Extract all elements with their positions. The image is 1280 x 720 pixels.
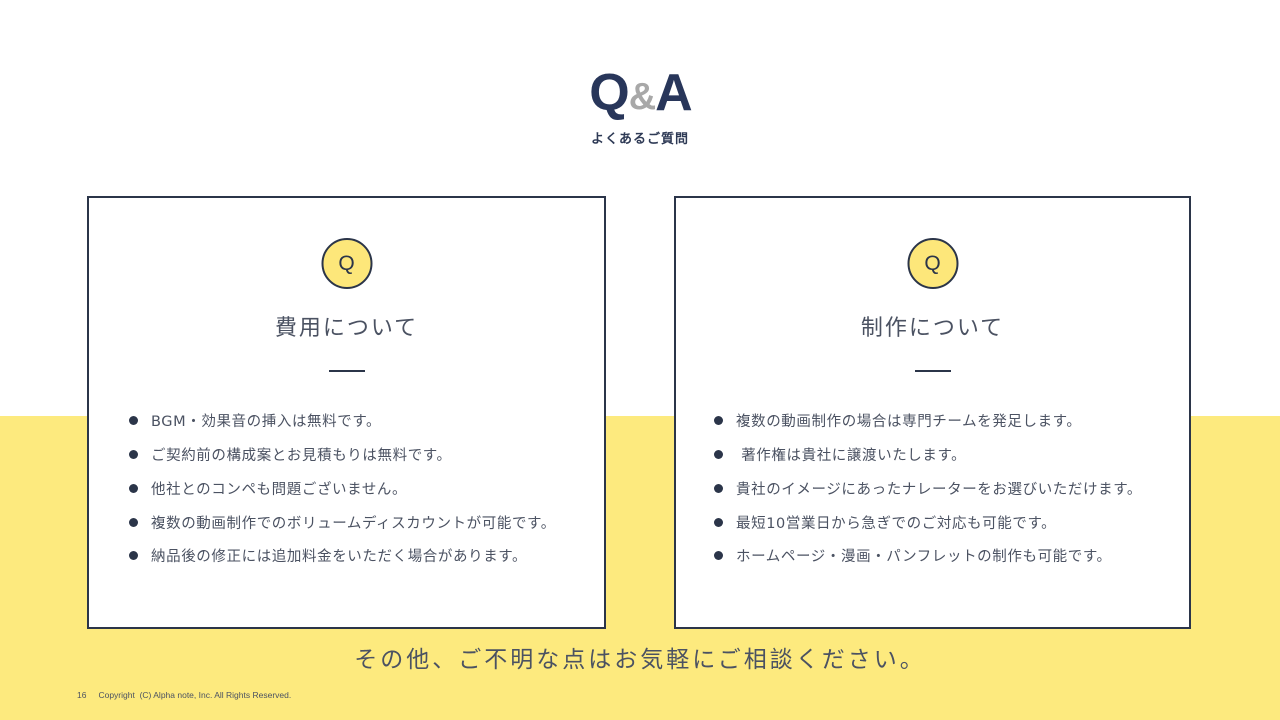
closing-message: その他、ご不明な点はお気軽にご相談ください。: [354, 647, 926, 673]
bullet-icon: [714, 551, 723, 561]
question-badge-icon: Q: [907, 238, 958, 289]
bullet-icon: [714, 450, 723, 460]
list-item: 複数の動画制作でのボリュームディスカウントが可能です。: [129, 505, 556, 539]
list-item-text: BGM・効果音の挿入は無料です。: [151, 414, 382, 431]
bullet-icon: [129, 450, 138, 460]
list-item-text: 著作権は貴社に譲渡いたします。: [736, 448, 967, 465]
title-divider: [328, 370, 365, 372]
copyright-text: Copyright (C) Alpha note, Inc. All Right…: [98, 690, 292, 700]
list-item: 他社とのコンペも問題ございません。: [129, 472, 556, 506]
list-item: 最短10営業日から急ぎでのご対応も可能です。: [714, 505, 1142, 539]
list-item-text: ご契約前の構成案とお見積もりは無料です。: [151, 448, 452, 465]
bullet-icon: [129, 483, 138, 493]
faq-list: BGM・効果音の挿入は無料です。 ご契約前の構成案とお見積もりは無料です。 他社…: [129, 404, 556, 573]
list-item: 納品後の修正には追加料金をいただく場合があります。: [129, 539, 556, 573]
logo-q: Q: [589, 64, 629, 122]
card-title: 制作について: [860, 316, 1005, 341]
bullet-icon: [714, 517, 723, 527]
bullet-icon: [129, 416, 138, 426]
bullet-icon: [714, 416, 723, 426]
page-header: Q&A よくあるご質問: [0, 64, 1280, 147]
faq-card-cost: Q 費用について BGM・効果音の挿入は無料です。 ご契約前の構成案とお見積もり…: [87, 196, 606, 629]
list-item-text: 複数の動画制作でのボリュームディスカウントが可能です。: [151, 515, 556, 532]
qa-logo: Q&A: [0, 64, 1280, 126]
faq-list: 複数の動画制作の場合は専門チームを発足します。 著作権は貴社に譲渡いたします。 …: [714, 404, 1142, 573]
list-item: 複数の動画制作の場合は専門チームを発足します。: [714, 404, 1142, 438]
list-item-text: 納品後の修正には追加料金をいただく場合があります。: [151, 549, 528, 566]
faq-card-production: Q 制作について 複数の動画制作の場合は専門チームを発足します。 著作権は貴社に…: [674, 196, 1191, 629]
bullet-icon: [714, 483, 723, 493]
list-item: 貴社のイメージにあったナレーターをお選びいただけます。: [714, 472, 1142, 506]
bullet-icon: [129, 517, 138, 527]
list-item: ご契約前の構成案とお見積もりは無料です。: [129, 438, 556, 472]
question-badge-icon: Q: [321, 238, 372, 289]
list-item: 著作権は貴社に譲渡いたします。: [714, 438, 1142, 472]
list-item-text: 貴社のイメージにあったナレーターをお選びいただけます。: [736, 481, 1142, 498]
bullet-icon: [129, 551, 138, 561]
list-item: BGM・効果音の挿入は無料です。: [129, 404, 556, 438]
list-item: ホームページ・漫画・パンフレットの制作も可能です。: [714, 539, 1142, 573]
list-item-text: 複数の動画制作の場合は専門チームを発足します。: [736, 414, 1082, 431]
page-number: 16: [77, 690, 87, 700]
list-item-text: ホームページ・漫画・パンフレットの制作も可能です。: [736, 549, 1112, 566]
title-divider: [914, 370, 951, 372]
page-subtitle: よくあるご質問: [590, 132, 689, 147]
list-item-text: 最短10営業日から急ぎでのご対応も可能です。: [736, 515, 1057, 532]
logo-a: A: [655, 64, 693, 122]
card-title: 費用について: [274, 316, 419, 341]
footer: 16 Copyright (C) Alpha note, Inc. All Rig…: [77, 690, 291, 700]
logo-ampersand: &: [628, 76, 656, 118]
list-item-text: 他社とのコンペも問題ございません。: [151, 481, 408, 498]
